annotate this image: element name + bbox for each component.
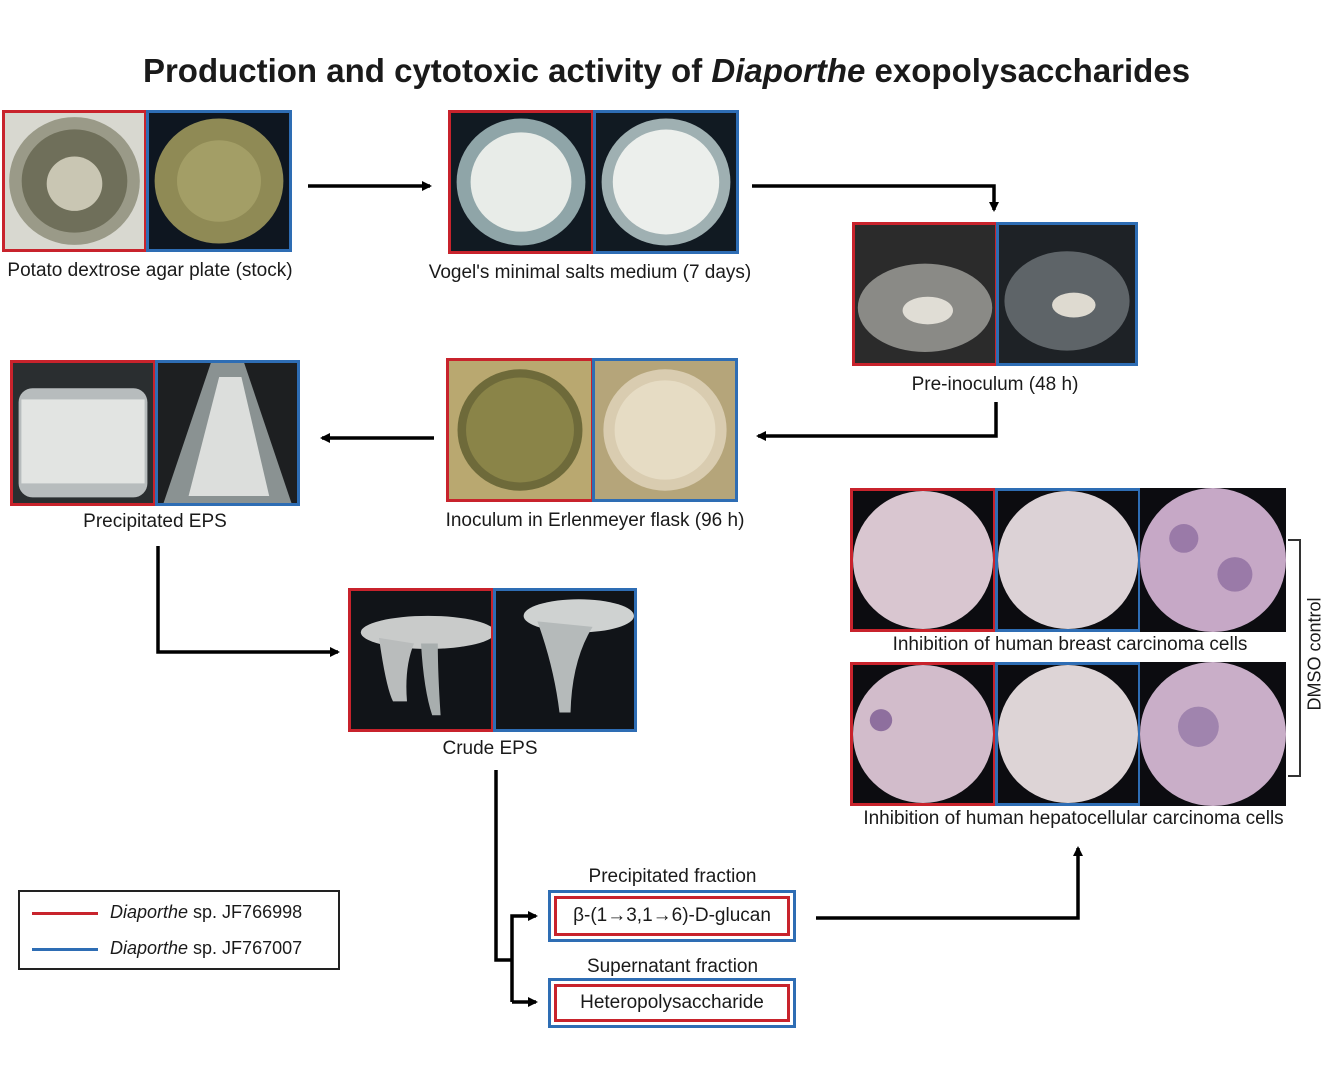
breast-cells-control-image: [1140, 488, 1286, 632]
pda-caption: Potato dextrose agar plate (stock): [7, 260, 293, 281]
heteropolysaccharide-text: Heteropolysaccharide: [554, 984, 790, 1022]
liver-cells-blue-image: [995, 662, 1141, 806]
inoculum-caption: Inoculum in Erlenmeyer flask (96 h): [445, 510, 745, 531]
arrow-vogel-to-preinoculum: [752, 184, 999, 212]
precipitated-eps-caption: Precipitated EPS: [83, 511, 227, 532]
dmso-bracket: [1288, 539, 1301, 777]
dmso-control-label: DMSO control: [1304, 597, 1325, 711]
supernatant-fraction-label: Supernatant fraction: [586, 956, 759, 977]
arrow-preinoculum-to-inoculum: [756, 402, 998, 441]
legend-item-red: Diaporthe sp. JF766998: [32, 902, 302, 923]
inoculum-blue-image: [592, 358, 738, 502]
legend: Diaporthe sp. JF766998 Diaporthe sp. JF7…: [18, 890, 340, 970]
arrow-crude-to-fractions: [494, 770, 512, 962]
crude-eps-red-image: [348, 588, 494, 732]
glucan-box: β-(1→3,1→6)-D-glucan: [548, 890, 796, 942]
precipitated-eps-red-image: [10, 360, 156, 506]
legend-swatch-blue: [32, 947, 98, 951]
inoculum-red-image: [446, 358, 594, 502]
arrow-precipitated-to-crude: [156, 546, 340, 657]
liver-caption: Inhibition of human hepatocellular carci…: [863, 808, 1284, 829]
breast-cells-blue-image: [995, 488, 1141, 632]
vogel-caption: Vogel's minimal salts medium (7 days): [428, 262, 752, 283]
precipitated-fraction-label: Precipitated fraction: [588, 866, 757, 887]
figure-title: Production and cytotoxic activity of Dia…: [142, 52, 1191, 89]
vogel-plate-blue-image: [593, 110, 739, 254]
arrow-to-glucan: [510, 911, 538, 1002]
glucan-text: β-(1→3,1→6)-D-glucan: [554, 896, 790, 936]
arrow-glucan-to-cytotoxicity: [816, 846, 1083, 920]
liver-cells-red-image: [850, 662, 996, 806]
preinoculum-red-image: [852, 222, 998, 366]
crude-eps-blue-image: [493, 588, 637, 732]
precipitated-eps-blue-image: [155, 360, 300, 506]
breast-caption: Inhibition of human breast carcinoma cel…: [892, 634, 1248, 655]
pda-plate-red-image: [2, 110, 147, 252]
crude-eps-caption: Crude EPS: [442, 738, 538, 759]
liver-cells-control-image: [1140, 662, 1286, 806]
heteropolysaccharide-box: Heteropolysaccharide: [548, 978, 796, 1028]
breast-cells-red-image: [850, 488, 996, 632]
pda-plate-blue-image: [146, 110, 292, 252]
legend-swatch-red: [32, 911, 98, 915]
vogel-plate-red-image: [448, 110, 594, 254]
preinoculum-blue-image: [996, 222, 1138, 366]
legend-item-blue: Diaporthe sp. JF767007: [32, 938, 302, 959]
preinoculum-caption: Pre-inoculum (48 h): [911, 374, 1079, 395]
